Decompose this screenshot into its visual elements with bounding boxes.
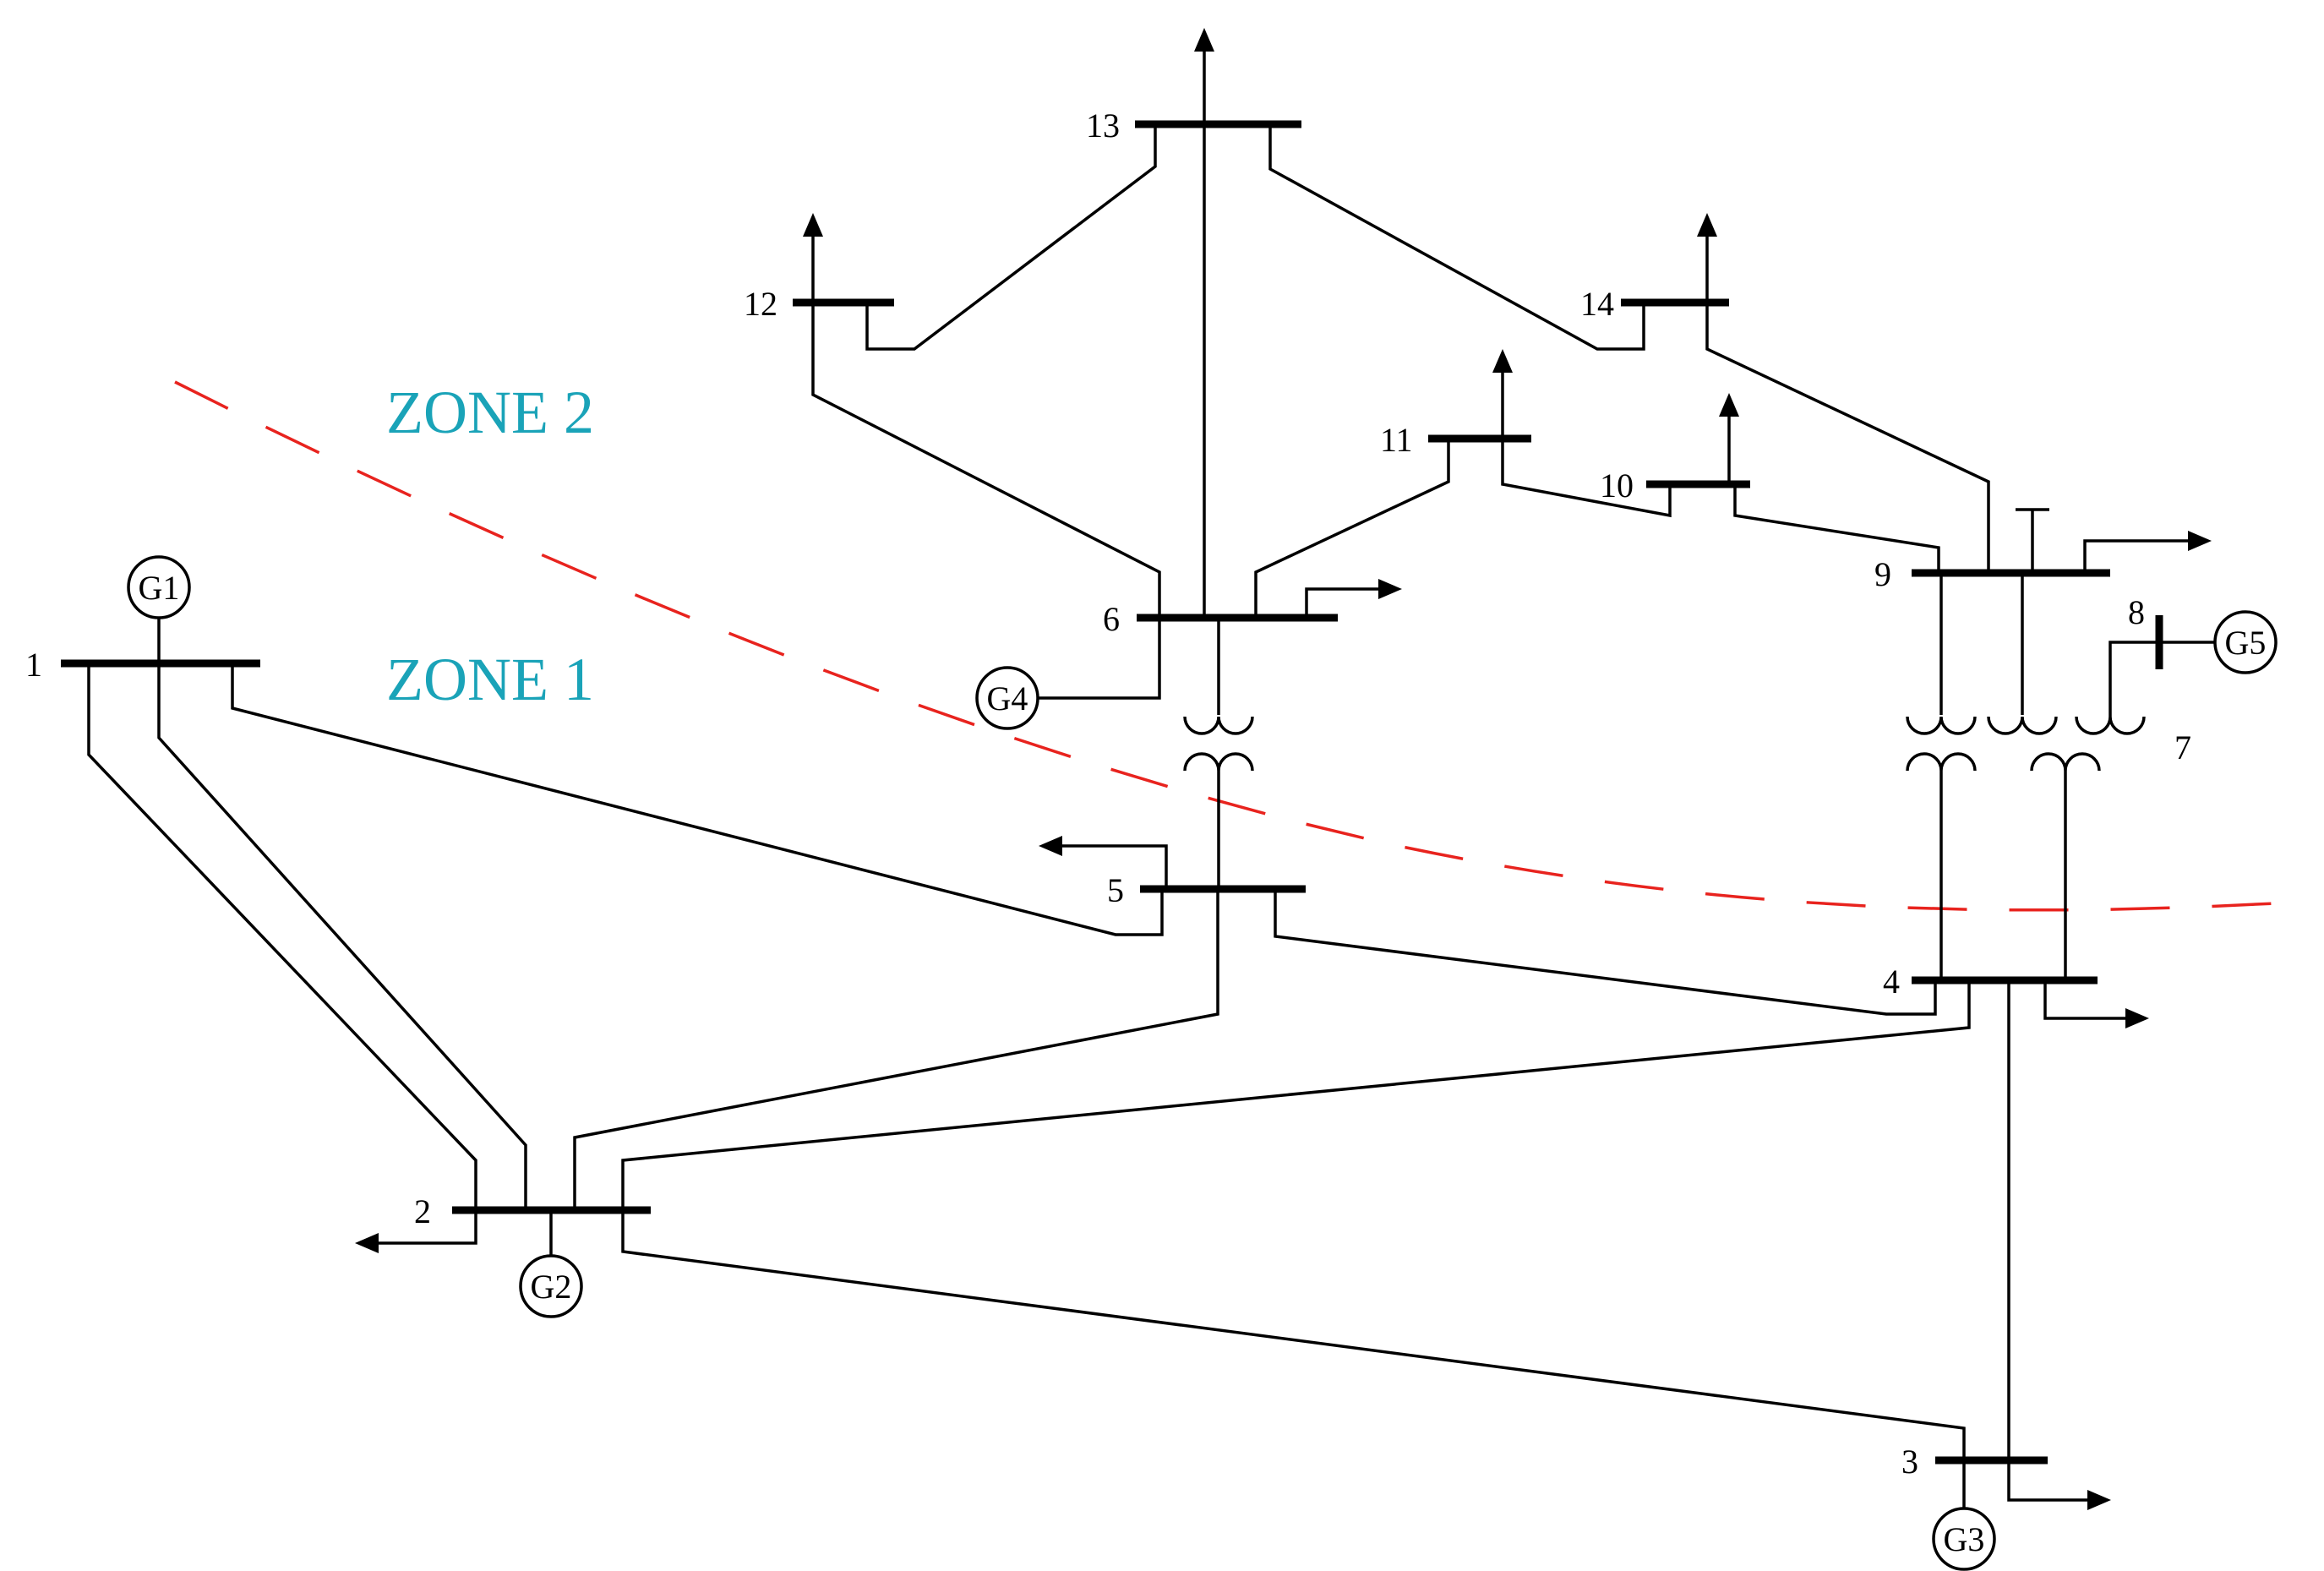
- generator-g2-label: G2: [531, 1268, 572, 1306]
- load-bus5-line: [1060, 844, 1168, 889]
- load-bus12-arrow: [803, 213, 823, 237]
- load-bus13-arrow: [1194, 28, 1214, 52]
- zone-boundary: [174, 380, 2291, 912]
- bus-label-14: 14: [1580, 285, 1614, 323]
- bus-label-4: 4: [1883, 963, 1900, 1001]
- line-2-3: [621, 1210, 1966, 1460]
- line-1-5: [231, 663, 1164, 936]
- load-bus9-line: [2083, 539, 2190, 573]
- xfmr-9-7-winding: [1987, 716, 2058, 735]
- xfmr-9-4-a-winding-bottom: [1906, 752, 1977, 772]
- bus-label-6: 6: [1103, 600, 1120, 638]
- load-bus6-line: [1305, 587, 1381, 618]
- generator-g1-label: G1: [139, 569, 180, 607]
- generator-g5-circle: [2213, 610, 2278, 674]
- bus-label-10: 10: [1600, 466, 1634, 505]
- line-2-5: [573, 889, 1219, 1210]
- xfmr-9-4-a-winding-top: [1906, 716, 1977, 735]
- line-14-9: [1705, 303, 1990, 573]
- zone-1-label: ZONE 1: [386, 646, 594, 713]
- bus-label-8: 8: [2128, 593, 2145, 631]
- line-10-9: [1733, 484, 1940, 573]
- load-bus5-arrow: [1039, 836, 1062, 856]
- generator-g1: G1: [127, 555, 191, 619]
- bus-label-3: 3: [1901, 1443, 1918, 1481]
- bus-label-11: 11: [1380, 421, 1413, 459]
- load-bus4-line: [2043, 980, 2128, 1020]
- load-bus3-line: [2007, 1460, 2090, 1502]
- load-bus2-arrow: [355, 1233, 379, 1253]
- generator-g2-circle: [519, 1254, 583, 1318]
- line-g4-6: [1025, 618, 1161, 700]
- bus-label-1: 1: [25, 646, 42, 684]
- generator-g3-label: G3: [1944, 1520, 1985, 1558]
- line-13-14: [1268, 124, 1645, 351]
- load-bus6-arrow: [1378, 579, 1402, 599]
- xfmr-6-5-winding-bottom: [1183, 752, 1254, 772]
- line-1-2-b: [157, 663, 527, 1210]
- line-1-2-a: [87, 663, 477, 1245]
- load-bus11-arrow: [1492, 349, 1513, 373]
- bus-label-12: 12: [744, 285, 777, 323]
- load-bus14-arrow: [1697, 213, 1717, 237]
- generator-g5: G5: [2213, 610, 2278, 674]
- bus-label-2: 2: [414, 1192, 431, 1230]
- generator-g3: G3: [1932, 1507, 1996, 1571]
- zone-2-label: ZONE 2: [386, 379, 594, 446]
- line-7-8: [2109, 641, 2159, 717]
- line-2-4: [621, 980, 1971, 1210]
- generator-g2: G2: [519, 1254, 583, 1318]
- bus-label-5: 5: [1107, 871, 1124, 909]
- xfmr-7-8-winding: [2075, 716, 2146, 735]
- generator-g3-circle: [1932, 1507, 1996, 1571]
- generator-g4-circle: [975, 666, 1039, 730]
- bus-label-7: 7: [2174, 728, 2191, 766]
- xfmr-6-5-winding-top: [1183, 716, 1254, 735]
- xfmr-7-4-winding-bottom: [2030, 752, 2101, 772]
- load-bus3-arrow: [2087, 1490, 2111, 1510]
- load-bus4-arrow: [2125, 1008, 2149, 1028]
- line-11-10: [1501, 439, 1672, 518]
- generator-g4: G4: [975, 666, 1039, 730]
- load-bus9-arrow: [2188, 531, 2212, 551]
- line-5-4: [1274, 889, 1937, 1016]
- generator-g1-circle: [127, 555, 191, 619]
- bus-label-13: 13: [1086, 106, 1120, 145]
- line-6-11: [1254, 439, 1450, 618]
- line-6-12: [811, 303, 1161, 618]
- generator-g5-label: G5: [2225, 624, 2267, 662]
- line-12-13: [865, 124, 1157, 351]
- generator-g4-label: G4: [987, 679, 1028, 717]
- load-bus10-arrow: [1719, 393, 1739, 417]
- bus-label-9: 9: [1874, 555, 1891, 593]
